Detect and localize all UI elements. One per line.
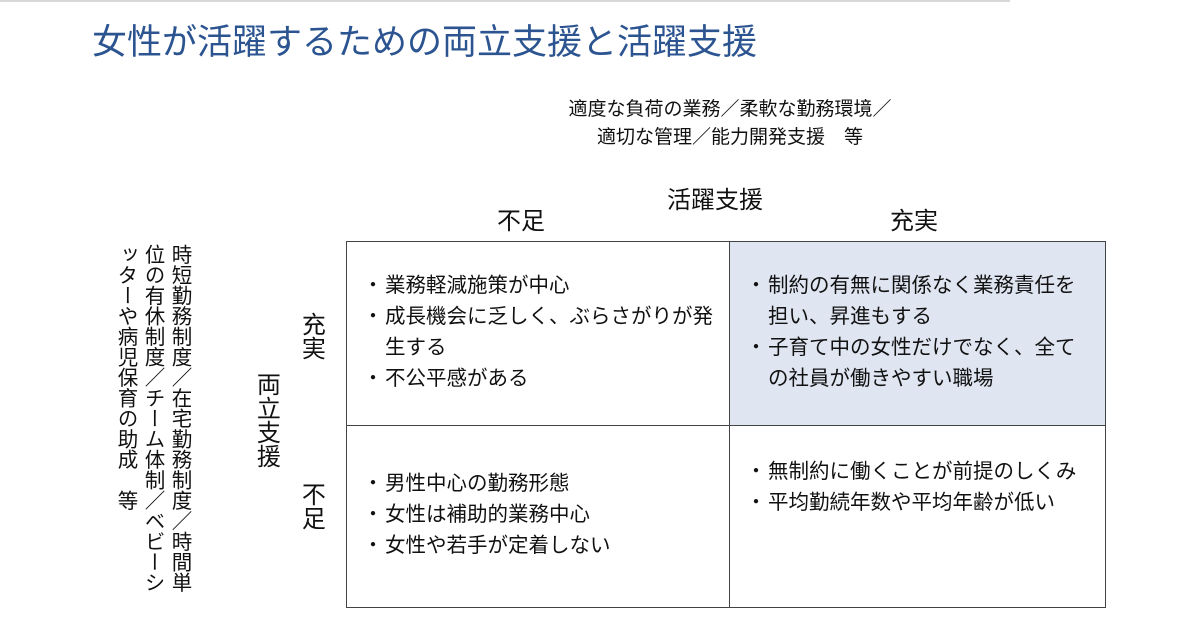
list-item: ・子育て中の女性だけでなく、全ての社員が働きやすい職場 (744, 332, 1091, 394)
note-line: 適度な負荷の業務／柔軟な勤務環境／ (568, 98, 892, 120)
list-item: ・無制約に働くことが前提のしくみ (744, 456, 1091, 487)
bullet: ・ (362, 533, 384, 557)
item-text: 不公平感がある (385, 366, 529, 390)
slide-title: 女性が活躍するための両立支援と活躍支援 (92, 23, 758, 63)
cell-ryoritsu-low-katsuyaku-low: ・男性中心の勤務形態 ・女性は補助的業務中心 ・女性や若手が定着しない (347, 426, 730, 607)
katsuyaku-support-examples: 適度な負荷の業務／柔軟な勤務環境／ 適切な管理／能力開発支援 等 (520, 95, 940, 151)
y-axis-low-label: 不足 (297, 482, 326, 530)
list-item: ・男性中心の勤務形態 (361, 468, 715, 499)
ryoritsu-support-examples: 時短勤務制度／在宅勤務制度／時間単位の有休制度／チーム体制／ベビーシッターや病児… (114, 244, 192, 593)
bullet: ・ (362, 366, 384, 390)
y-axis-high-label: 充実 (297, 312, 326, 360)
list-item: ・不公平感がある (361, 363, 715, 394)
bullet: ・ (362, 502, 384, 526)
bullet: ・ (362, 273, 384, 297)
bullet: ・ (745, 335, 767, 359)
item-text: 子育て中の女性だけでなく、全ての社員が働きやすい職場 (768, 335, 1076, 390)
item-text: 男性中心の勤務形態 (385, 471, 570, 495)
item-text: 女性は補助的業務中心 (385, 502, 590, 526)
list-item: ・業務軽減施策が中心 (361, 270, 715, 301)
x-axis-low-label: 不足 (497, 207, 545, 235)
item-text: 制約の有無に関係なく業務責任を担い、昇進もする (768, 273, 1076, 328)
item-text: 平均勤続年数や平均年齢が低い (768, 490, 1055, 514)
top-divider (0, 0, 1010, 2)
list-item: ・成長機会に乏しく、ぶらさがりが発生する (361, 301, 715, 363)
bullet: ・ (362, 304, 384, 328)
quadrant-matrix: ・業務軽減施策が中心 ・成長機会に乏しく、ぶらさがりが発生する ・不公平感がある… (346, 241, 1106, 608)
item-text: 成長機会に乏しく、ぶらさがりが発生する (385, 304, 713, 359)
item-text: 無制約に働くことが前提のしくみ (768, 459, 1077, 483)
item-text: 業務軽減施策が中心 (385, 273, 570, 297)
bullet: ・ (362, 471, 384, 495)
item-text: 女性や若手が定着しない (385, 533, 611, 557)
cell-ryoritsu-high-katsuyaku-high: ・制約の有無に関係なく業務責任を担い、昇進もする ・子育て中の女性だけでなく、全… (730, 242, 1105, 426)
cell-ryoritsu-high-katsuyaku-low: ・業務軽減施策が中心 ・成長機会に乏しく、ぶらさがりが発生する ・不公平感がある (347, 242, 730, 426)
list-item: ・女性や若手が定着しない (361, 530, 715, 561)
bullet: ・ (745, 459, 767, 483)
list-item: ・制約の有無に関係なく業務責任を担い、昇進もする (744, 270, 1091, 332)
x-axis-label: 活躍支援 (667, 186, 763, 214)
cell-ryoritsu-low-katsuyaku-high: ・無制約に働くことが前提のしくみ ・平均勤続年数や平均年齢が低い (730, 426, 1105, 607)
x-axis-high-label: 充実 (890, 207, 938, 235)
list-item: ・平均勤続年数や平均年齢が低い (744, 487, 1091, 518)
note-line: 適切な管理／能力開発支援 等 (596, 126, 863, 148)
bullet: ・ (745, 490, 767, 514)
list-item: ・女性は補助的業務中心 (361, 499, 715, 530)
y-axis-label: 両立支援 (252, 372, 281, 468)
bullet: ・ (745, 273, 767, 297)
